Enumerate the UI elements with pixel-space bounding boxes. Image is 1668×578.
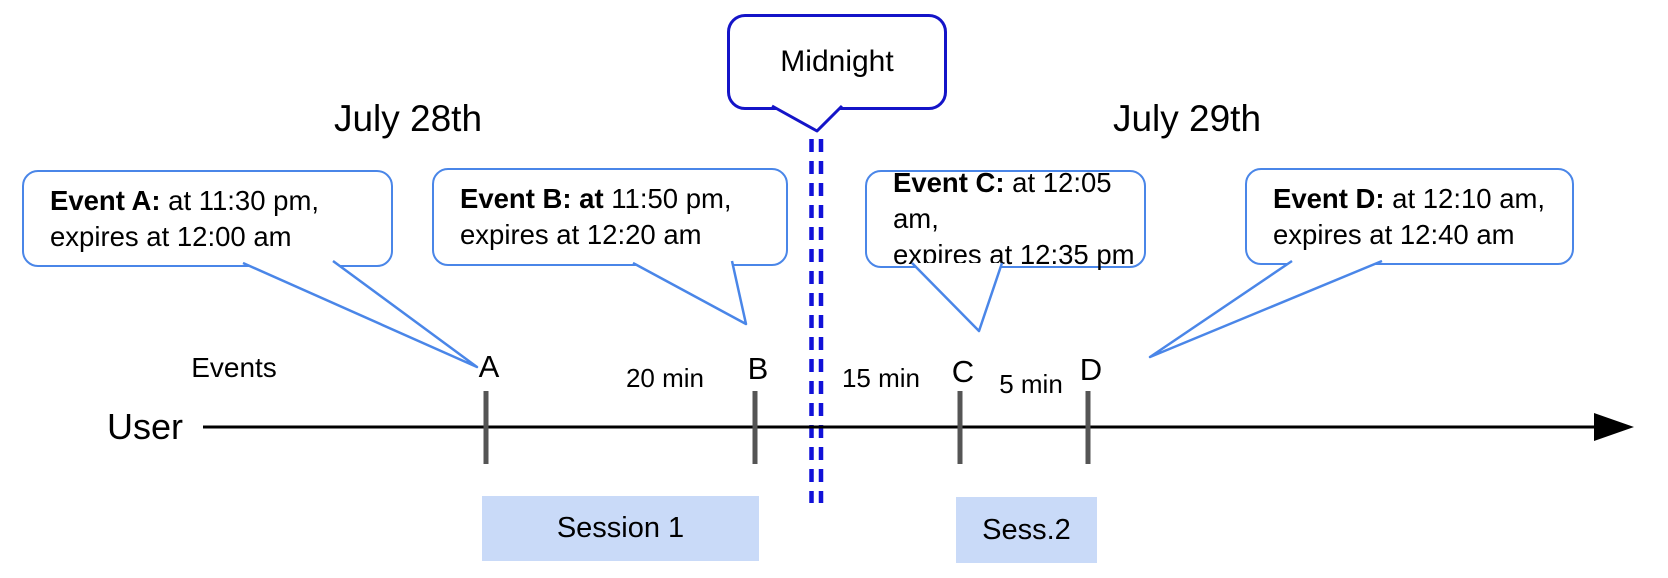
event-c-callout: Event C: at 12:05 am, expires at 12:35 p…: [865, 167, 1146, 270]
user-axis-label: User: [107, 406, 184, 447]
event-d-line1: Event D: at 12:10 am,: [1273, 181, 1572, 217]
event-d-callout: Event D: at 12:10 am, expires at 12:40 a…: [1245, 168, 1574, 265]
event-d-expiry: expires at 12:40 am: [1273, 218, 1515, 250]
event-c-title: Event C:: [893, 167, 1005, 198]
mark-a-label: A: [478, 349, 500, 384]
interval-15min-label: 15 min: [841, 363, 921, 393]
event-a-tail: [242, 259, 479, 369]
event-a-time: at 11:30 pm,: [160, 184, 320, 216]
timeline-arrowhead: [1594, 413, 1634, 441]
interval-5min-label: 5 min: [999, 369, 1063, 399]
event-b-line1: Event B: at 11:50 pm,: [460, 181, 786, 217]
event-b-expiry: expires at 12:20 am: [460, 219, 702, 250]
event-b-callout: Event B: at 11:50 pm, expires at 12:20 a…: [432, 168, 788, 266]
mark-d-label: D: [1079, 352, 1103, 387]
event-c-expiry: expires at 12:35 pm: [893, 239, 1135, 270]
event-b-title: Event B: at: [460, 183, 604, 214]
mark-b-label: B: [747, 351, 769, 386]
date-label-july-29: July 29th: [1112, 98, 1262, 139]
midnight-callout: Midnight: [727, 14, 947, 110]
mark-c-label: C: [951, 354, 975, 389]
midnight-label: Midnight: [780, 45, 894, 78]
event-d-time: at 12:10 am,: [1384, 182, 1546, 214]
event-d-title: Event D:: [1273, 182, 1385, 214]
events-axis-label: Events: [191, 352, 277, 383]
event-a-expiry: expires at 12:00 am: [50, 220, 292, 252]
interval-20min-label: 20 min: [625, 363, 705, 393]
session-2-box: Sess.2: [956, 497, 1097, 563]
event-a-title: Event A:: [50, 184, 161, 216]
date-label-july-28: July 28th: [333, 98, 483, 139]
session-1-box: Session 1: [482, 496, 759, 561]
session-1-label: Session 1: [556, 512, 685, 544]
event-b-time: 11:50 pm,: [603, 183, 732, 214]
event-a-line1: Event A: at 11:30 pm,: [50, 183, 391, 219]
event-c-tail: [911, 262, 1004, 333]
event-a-callout: Event A: at 11:30 pm, expires at 12:00 a…: [22, 170, 393, 267]
session-2-label: Sess.2: [982, 513, 1071, 546]
event-c-line1: Event C: at 12:05 am,: [893, 165, 1144, 237]
event-b-tail: [632, 260, 748, 326]
event-c-time: at 12:05 am,: [893, 167, 1112, 234]
event-d-tail: [1148, 259, 1383, 359]
